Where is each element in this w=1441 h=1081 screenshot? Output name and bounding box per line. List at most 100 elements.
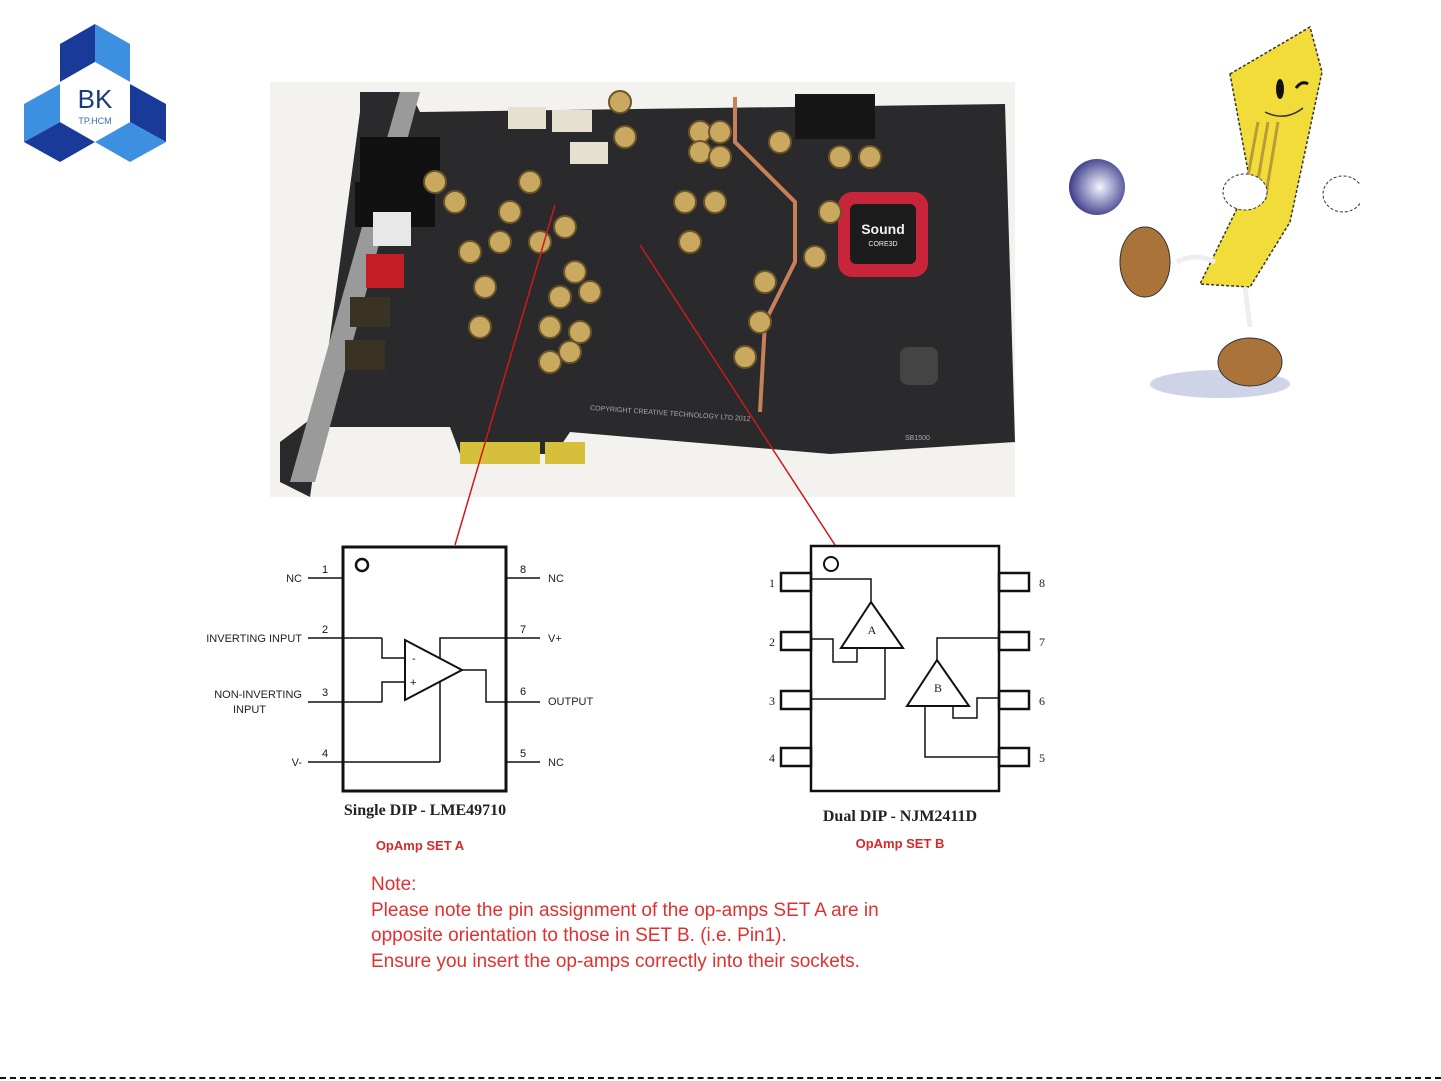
note-line: opposite orientation to those in SET B. … xyxy=(371,925,787,946)
amp-b-noninv-trace xyxy=(924,706,999,758)
pcie-contacts xyxy=(545,442,585,464)
pin-label: V+ xyxy=(548,633,562,645)
mascot-leg xyxy=(1242,286,1253,328)
logo-subtitle: TP.HCM xyxy=(78,116,111,126)
amp-a-noninv-trace xyxy=(811,648,886,700)
pin-number: 8 xyxy=(1039,576,1045,590)
pin-number: 1 xyxy=(322,564,328,576)
dip-b-caption: Dual DIP - NJM2411D xyxy=(822,808,978,825)
dip-b-package xyxy=(809,544,1001,793)
bk-logo: BK TP.HCM xyxy=(24,24,166,162)
capacitor xyxy=(818,200,842,224)
capacitor xyxy=(473,275,497,299)
capacitor xyxy=(538,315,562,339)
board-id: SB1500 xyxy=(905,435,930,442)
capacitor xyxy=(423,170,447,194)
capacitor xyxy=(708,120,732,144)
chip-stripe xyxy=(1263,121,1280,201)
capacitor xyxy=(828,145,852,169)
pin-3-trace xyxy=(381,681,405,702)
opamp-triangle xyxy=(404,638,465,702)
capacitor xyxy=(518,170,542,194)
capacitor xyxy=(753,270,777,294)
inv-sign: - xyxy=(412,653,416,665)
pin-number: 7 xyxy=(520,624,526,636)
logo-facet xyxy=(95,24,130,82)
relay xyxy=(570,142,608,164)
pin-2 xyxy=(779,630,813,652)
pin-number: 6 xyxy=(520,686,526,698)
mascot-shoe xyxy=(1119,226,1171,298)
capacitor xyxy=(673,190,697,214)
sound-card-photo: Sound CORE3D COPYRIGHT CREATIVE TECHNOLO… xyxy=(270,82,1015,497)
capacitor xyxy=(578,280,602,304)
capacitor xyxy=(803,245,827,269)
pin-number: 7 xyxy=(1039,635,1045,649)
pin-label: OUTPUT xyxy=(548,696,594,708)
capacitor xyxy=(498,200,522,224)
logo-facet xyxy=(130,84,166,142)
capacitor xyxy=(553,215,577,239)
amp-a-triangle xyxy=(839,600,905,649)
dip-a-package xyxy=(341,545,508,793)
logo-facet xyxy=(95,122,166,162)
dip-b-pins xyxy=(779,571,1031,768)
pin-number: 1 xyxy=(769,576,775,590)
pin-number: 6 xyxy=(1039,694,1045,708)
relay xyxy=(552,110,592,132)
logo-center xyxy=(60,62,130,142)
set-a-label: OpAmp SET A xyxy=(375,838,465,853)
pin-label: NC xyxy=(548,757,564,769)
pin-label: NC xyxy=(286,573,302,585)
pin-5 xyxy=(997,746,1031,768)
capacitor xyxy=(488,230,512,254)
mascot-smile xyxy=(1264,107,1304,117)
header-connector xyxy=(795,94,875,139)
pin1-marker xyxy=(354,557,370,573)
pin-number: 8 xyxy=(520,564,526,576)
pin-label: V- xyxy=(292,757,303,769)
pin-7 xyxy=(997,630,1031,652)
amp-b-inv-trace xyxy=(952,697,999,719)
amp-a-inv-trace xyxy=(811,638,858,663)
capacitor xyxy=(678,230,702,254)
capacitor xyxy=(768,130,792,154)
mascot-glove xyxy=(1222,173,1268,211)
pin-number: 2 xyxy=(769,635,775,649)
pin-number: 3 xyxy=(769,694,775,708)
chip-label: Sound xyxy=(861,221,905,237)
relay xyxy=(508,107,546,129)
capacitor xyxy=(568,320,592,344)
pin-number: 4 xyxy=(322,748,328,760)
sound-core-chip xyxy=(850,204,916,264)
capacitor xyxy=(688,120,712,144)
optical-in-red xyxy=(366,254,404,288)
chip-mascot xyxy=(1069,25,1360,398)
pin-label-line2: INPUT xyxy=(233,704,266,716)
pin-label: INVERTING INPUT xyxy=(206,633,302,645)
pin-number: 5 xyxy=(520,748,526,760)
capacitor xyxy=(708,145,732,169)
capacitor xyxy=(468,315,492,339)
inductor xyxy=(900,347,938,385)
jack-connector xyxy=(350,297,390,327)
capacitor xyxy=(703,190,727,214)
ball xyxy=(1069,159,1125,215)
mascot-wink xyxy=(1294,81,1309,89)
pin-4 xyxy=(779,746,813,768)
amp-b-label: B xyxy=(934,681,942,695)
pin-label: NC xyxy=(548,573,564,585)
pin-number: 5 xyxy=(1039,751,1045,765)
amp-b-output-trace xyxy=(936,637,999,660)
logo-title: BK xyxy=(78,84,113,114)
capacitor xyxy=(858,145,882,169)
output-trace xyxy=(462,669,540,703)
pin-label: NON-INVERTING xyxy=(214,689,302,701)
capacitor xyxy=(748,310,772,334)
pin-6 xyxy=(997,689,1031,711)
single-dip-diagram: - + 1 2 3 4 5 6 7 8 NC INVERTING INPUT N… xyxy=(206,545,594,793)
note-block: Note: Please note the pin assignment of … xyxy=(371,872,1011,974)
pin-1 xyxy=(779,571,813,593)
capacitor xyxy=(458,240,482,264)
capacitor xyxy=(538,350,562,374)
